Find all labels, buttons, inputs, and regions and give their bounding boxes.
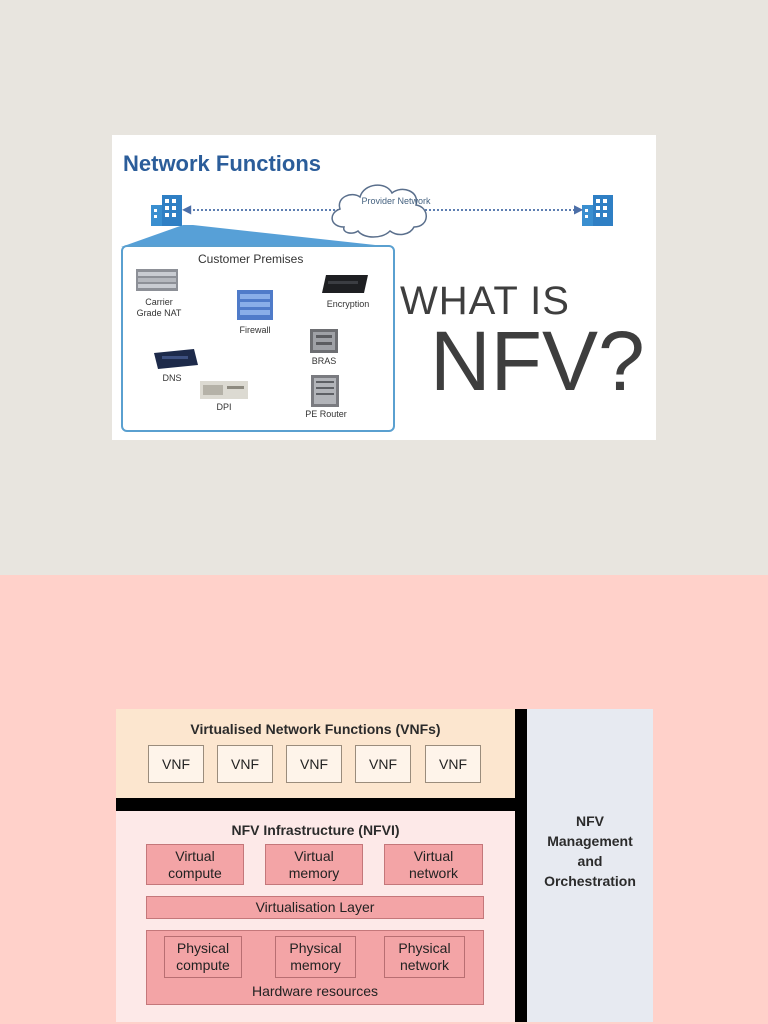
building-icon bbox=[582, 195, 613, 226]
carrier-nat-line2: Grade NAT bbox=[136, 308, 182, 318]
bras-label: BRAS bbox=[311, 356, 337, 366]
firewall-label: Firewall bbox=[239, 325, 271, 335]
dpi-icon bbox=[200, 381, 248, 399]
dns-label: DNS bbox=[162, 373, 182, 383]
network-functions-slide: Network Functions ◀ ▶ Provider Network C… bbox=[112, 135, 656, 440]
mano-panel bbox=[527, 709, 653, 1022]
premises-connector bbox=[121, 225, 393, 247]
vnf-box: VNF bbox=[217, 745, 273, 783]
physical-memory-line2: memory bbox=[290, 957, 341, 973]
slide-title: Network Functions bbox=[123, 151, 322, 176]
building-icon bbox=[151, 195, 182, 226]
vnf-box: VNF bbox=[148, 745, 204, 783]
hardware-resources-label: Hardware resources bbox=[251, 983, 379, 999]
arrow-left-icon: ◀ bbox=[182, 202, 192, 216]
virtual-memory-line1: Virtual bbox=[294, 847, 334, 864]
headline-what-is: WHAT IS bbox=[400, 279, 570, 323]
encryption-label: Encryption bbox=[326, 299, 370, 309]
virtualisation-layer-label: Virtualisation Layer bbox=[255, 899, 375, 915]
cloud-icon bbox=[331, 184, 427, 238]
server-icon bbox=[136, 269, 178, 291]
virtualisation-layer-box: Virtualisation Layer bbox=[146, 896, 484, 919]
encryption-icon bbox=[322, 275, 368, 293]
mano-line4: Orchestration bbox=[544, 873, 636, 889]
virtual-network-line2: network bbox=[408, 864, 459, 881]
physical-memory-line1: Physical bbox=[289, 940, 342, 956]
vnf-box: VNF bbox=[355, 745, 411, 783]
vnf-box: VNF bbox=[286, 745, 342, 783]
mano-line3: and bbox=[577, 853, 603, 869]
bras-icon bbox=[310, 329, 338, 353]
vnf-panel-title: Virtualised Network Functions (VNFs) bbox=[190, 721, 441, 737]
carrier-nat-line1: Carrier bbox=[145, 297, 173, 307]
customer-premises-label: Customer Premises bbox=[198, 252, 304, 266]
headline-nfv: NFV? bbox=[430, 314, 645, 408]
mano-line1: NFV bbox=[576, 813, 604, 829]
carrier-nat-label: Carrier Grade NAT bbox=[132, 297, 186, 319]
nfv-architecture-slide: Virtualised Network Functions (VNFs) VNF… bbox=[116, 709, 653, 1022]
virtual-compute-line1: Virtual bbox=[175, 847, 215, 864]
virtual-network-line1: Virtual bbox=[413, 847, 454, 864]
provider-network-label: Provider Network bbox=[361, 196, 431, 206]
pe-router-icon bbox=[311, 375, 339, 407]
virtual-compute-line2: compute bbox=[168, 864, 222, 881]
physical-network-line2: network bbox=[399, 957, 449, 973]
nfvi-panel-title: NFV Infrastructure (NFVI) bbox=[231, 822, 400, 838]
virtual-memory-line2: memory bbox=[288, 864, 340, 881]
mano-line2: Management bbox=[547, 833, 633, 849]
dpi-label: DPI bbox=[216, 402, 232, 412]
dns-icon bbox=[154, 349, 198, 369]
pe-router-label: PE Router bbox=[305, 409, 347, 419]
arrow-right-icon: ▶ bbox=[574, 202, 584, 216]
physical-compute-line1: Physical bbox=[176, 940, 230, 956]
vnf-box: VNF bbox=[425, 745, 481, 783]
physical-network-line1: Physical bbox=[398, 940, 451, 956]
mano-label: NFV Management and Orchestration bbox=[527, 811, 653, 891]
physical-compute-line2: compute bbox=[176, 957, 230, 973]
firewall-icon bbox=[237, 290, 273, 320]
